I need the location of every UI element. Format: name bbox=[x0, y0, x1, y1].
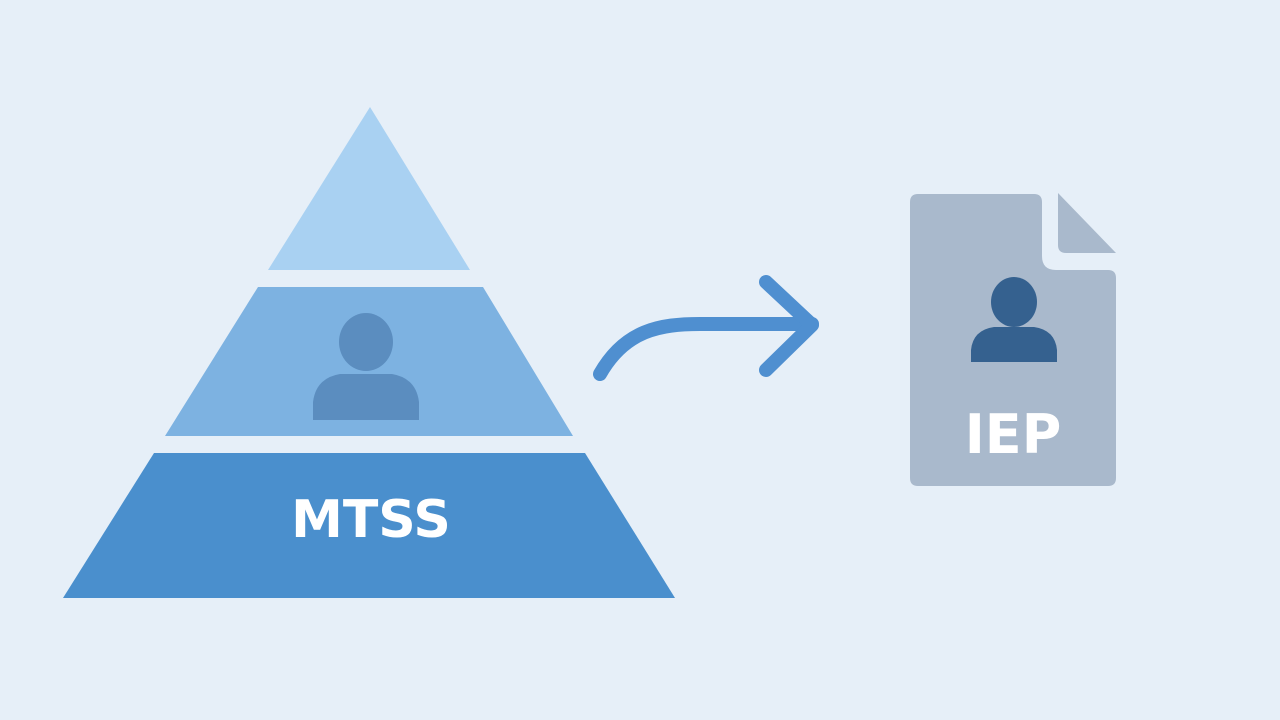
iep-label: IEP bbox=[965, 403, 1062, 466]
document-person-head bbox=[991, 277, 1037, 327]
person-icon-head bbox=[339, 313, 393, 371]
pyramid-tier-top bbox=[268, 107, 470, 270]
document-person-body bbox=[971, 327, 1057, 362]
curved-arrow-icon bbox=[593, 275, 819, 381]
document-folded-corner bbox=[1058, 193, 1116, 253]
mtss-label: MTSS bbox=[291, 490, 451, 550]
pyramid-tier-bottom bbox=[63, 453, 675, 598]
document-person-icon bbox=[971, 277, 1057, 362]
arrow-head bbox=[759, 275, 819, 377]
person-icon bbox=[313, 313, 419, 420]
person-icon-body bbox=[313, 374, 419, 420]
arrow-shaft bbox=[593, 317, 819, 381]
iep-document-icon: IEP bbox=[910, 193, 1116, 486]
mtss-pyramid: MTSS bbox=[63, 107, 675, 598]
